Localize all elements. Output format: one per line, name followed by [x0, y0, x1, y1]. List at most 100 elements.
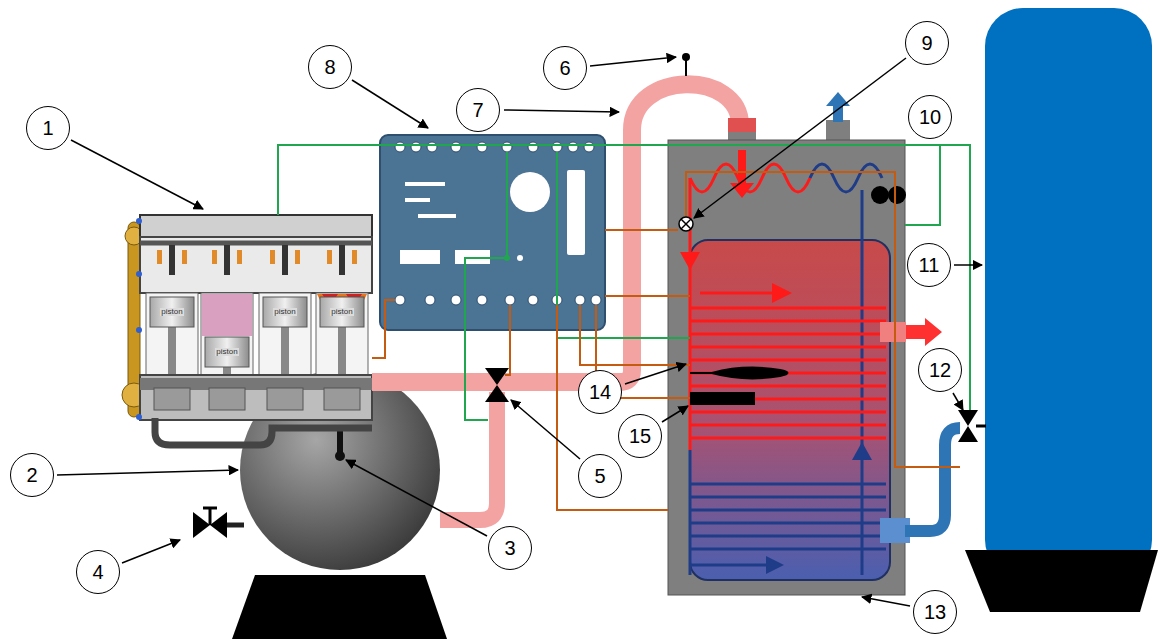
valve-symbol [485, 217, 986, 442]
valve-symbol [976, 425, 986, 428]
controller-pin [552, 142, 562, 152]
controller-pin [395, 295, 405, 305]
callout-number: 6 [559, 58, 570, 78]
heating-coil [690, 509, 886, 512]
controller-unit [405, 182, 445, 186]
signal-wire [465, 152, 507, 420]
part-label: piston [215, 348, 238, 356]
signal-wire [557, 305, 668, 510]
callout-circle: 4 [76, 550, 120, 594]
controller-pin [528, 295, 538, 305]
controller-pin [395, 142, 601, 305]
controller-pin [591, 295, 601, 305]
engine-illustration [263, 297, 307, 327]
callout-circle: 12 [918, 348, 962, 392]
engine-illustration [224, 245, 230, 275]
exhaust-pipe [440, 392, 497, 520]
heater-tank [689, 450, 692, 575]
callout-number: 15 [629, 426, 651, 446]
heater-tank [700, 292, 778, 295]
callout-number: 8 [324, 57, 335, 77]
callout-number: 9 [921, 33, 932, 53]
engine-illustration [209, 388, 245, 410]
heater-tank [728, 118, 756, 140]
heater-tank [668, 92, 960, 595]
valve-symbol [203, 507, 217, 510]
engine-illustration [154, 388, 190, 410]
heater-tank [690, 392, 755, 405]
controller-pin [427, 142, 437, 152]
gas-tank [232, 575, 447, 639]
heating-coil [690, 548, 886, 551]
engine-illustration [327, 250, 332, 264]
engine-illustration [339, 245, 345, 275]
exhaust-pipe [728, 118, 756, 132]
gas-tank [227, 523, 244, 528]
valve-symbol [485, 368, 509, 385]
leader-line [590, 57, 676, 66]
heating-coil [690, 333, 886, 336]
heating-coil [690, 437, 886, 440]
engine-illustration [140, 375, 372, 420]
controller-pin [425, 295, 435, 305]
heating-coil [690, 483, 886, 486]
controller-unit [418, 214, 456, 218]
engine-illustration [169, 245, 175, 275]
callout-circle: 5 [578, 454, 622, 498]
callout-number: 13 [924, 602, 946, 622]
leader-line [862, 597, 910, 606]
exhaust-pipe [372, 53, 756, 520]
callout-circle: 14 [578, 370, 622, 414]
signal-wire [372, 300, 395, 358]
heating-coil [690, 359, 886, 362]
callout-circle: 11 [907, 243, 951, 287]
signal-wire [605, 295, 690, 297]
leader-line [122, 540, 180, 563]
engine-illustration [136, 414, 142, 420]
valve-symbol [209, 508, 212, 525]
controller-pin [584, 142, 594, 152]
valve-symbol [681, 219, 691, 229]
engine-illustration [182, 250, 187, 264]
callout-circle: 13 [913, 590, 957, 634]
signal-wire [686, 172, 960, 467]
heating-coil [690, 346, 886, 349]
controller-pin [528, 142, 538, 152]
heater-tank [668, 140, 905, 595]
engine-illustration [140, 241, 372, 246]
engine-illustration [136, 327, 142, 333]
exhaust-pipe [685, 60, 687, 76]
callout-number: 2 [26, 465, 37, 485]
heater-tank [772, 283, 792, 303]
callout-circle: 7 [456, 88, 500, 132]
callout-circle: 15 [618, 414, 662, 458]
signal-dot [504, 255, 510, 261]
engine-illustration [140, 237, 372, 293]
signal-wire [905, 145, 940, 225]
leader-line [504, 110, 619, 112]
valve-symbol [958, 410, 978, 426]
engine-illustration [205, 337, 249, 367]
controller-pin [477, 295, 487, 305]
callout-number: 11 [919, 255, 940, 275]
leader-line [954, 264, 982, 266]
exhaust-pipe [682, 53, 690, 61]
heater-tank [888, 186, 906, 204]
heating-coil [690, 307, 886, 310]
heating-coil [690, 496, 886, 499]
callout-number: 10 [919, 107, 941, 127]
heater-tank [680, 252, 700, 270]
callout-number: 3 [504, 538, 515, 558]
part-label: piston [273, 308, 296, 316]
leader-line [57, 57, 982, 606]
controller-unit [567, 170, 585, 255]
heating-coil [690, 522, 886, 525]
signal-wire [605, 229, 678, 231]
gas-tank [335, 451, 345, 461]
controller-unit [510, 172, 550, 212]
callout-number: 7 [472, 100, 483, 120]
part-label: piston [330, 308, 353, 316]
engine-illustration [122, 215, 372, 445]
